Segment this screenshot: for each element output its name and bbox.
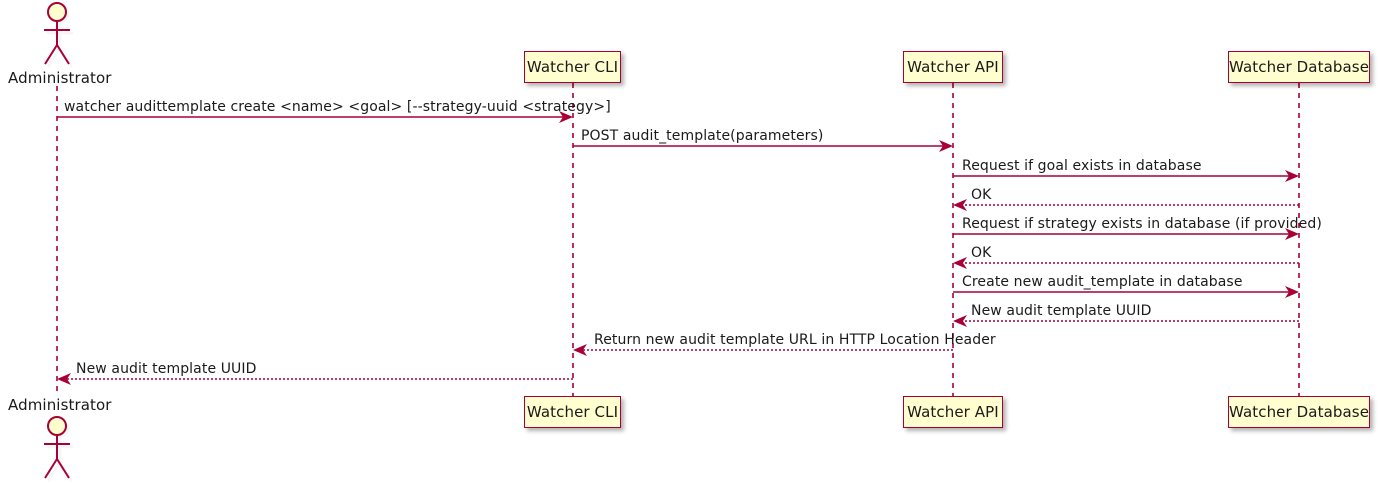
actor-figure-top bbox=[44, 2, 70, 65]
participant-box-watcher-cli-top[interactable]: Watcher CLI bbox=[524, 51, 621, 83]
message-arrow-1 bbox=[57, 111, 573, 123]
message-arrow-3 bbox=[953, 170, 1299, 182]
actor-head-icon bbox=[47, 2, 67, 22]
message-arrow-7 bbox=[953, 286, 1299, 298]
actor-head-icon-bottom bbox=[47, 416, 67, 436]
message-arrow-8 bbox=[953, 315, 1299, 327]
message-arrow-4 bbox=[953, 199, 1299, 211]
message-label-2: POST audit_template(parameters) bbox=[581, 128, 824, 144]
message-label-4: OK bbox=[971, 187, 992, 203]
actor-body-icon-bottom bbox=[44, 435, 70, 479]
participant-box-watcher-api-bottom[interactable]: Watcher API bbox=[903, 396, 1003, 428]
message-arrow-9 bbox=[573, 344, 953, 356]
participant-box-watcher-database-bottom[interactable]: Watcher Database bbox=[1228, 396, 1370, 428]
participant-label-watcher-database-bottom: Watcher Database bbox=[1228, 403, 1370, 421]
participant-label-watcher-cli-bottom: Watcher CLI bbox=[526, 403, 619, 421]
message-arrow-2 bbox=[573, 140, 953, 152]
actor-body-icon bbox=[44, 21, 70, 65]
participant-box-watcher-cli-bottom[interactable]: Watcher CLI bbox=[524, 396, 621, 428]
message-arrow-5 bbox=[953, 228, 1299, 240]
message-arrow-10 bbox=[57, 373, 573, 385]
message-label-6: OK bbox=[971, 245, 992, 261]
message-label-1: watcher audittemplate create <name> <goa… bbox=[64, 99, 611, 115]
message-label-7: Create new audit_template in database bbox=[962, 274, 1243, 290]
message-label-8: New audit template UUID bbox=[971, 303, 1152, 319]
message-label-3: Request if goal exists in database bbox=[962, 158, 1202, 174]
actor-label-administrator-top: Administrator bbox=[8, 69, 112, 87]
message-label-10: New audit template UUID bbox=[76, 361, 257, 377]
message-label-9: Return new audit template URL in HTTP Lo… bbox=[594, 332, 996, 348]
actor-figure-bottom bbox=[44, 416, 70, 479]
participant-label-watcher-database-top: Watcher Database bbox=[1228, 58, 1370, 76]
message-label-5: Request if strategy exists in database (… bbox=[962, 216, 1322, 232]
actor-label-administrator-bottom: Administrator bbox=[8, 396, 112, 414]
participant-label-watcher-cli-top: Watcher CLI bbox=[526, 58, 619, 76]
participant-box-watcher-database-top[interactable]: Watcher Database bbox=[1228, 51, 1370, 83]
participant-label-watcher-api-bottom: Watcher API bbox=[907, 403, 999, 421]
participant-label-watcher-api-top: Watcher API bbox=[907, 58, 999, 76]
message-arrow-6 bbox=[953, 257, 1299, 269]
participant-box-watcher-api-top[interactable]: Watcher API bbox=[903, 51, 1003, 83]
